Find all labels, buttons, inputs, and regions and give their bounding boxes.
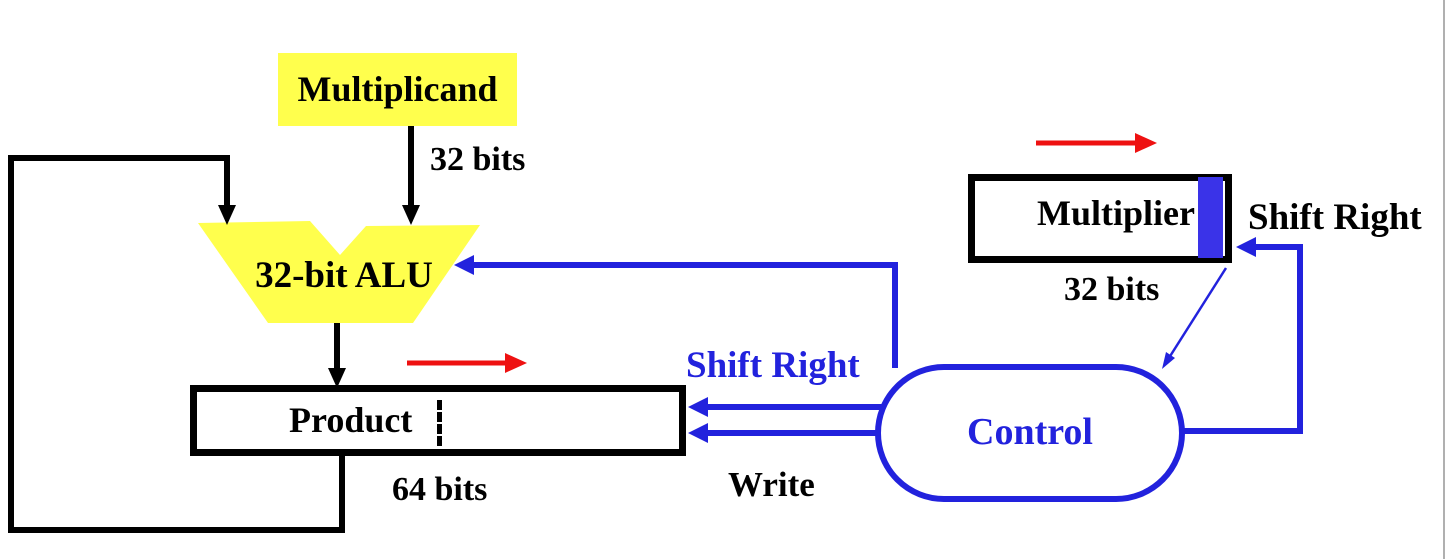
control-to-alu-arrowhead-icon: [454, 255, 474, 275]
write-label: Write: [728, 465, 815, 504]
shift-right-multiplier-label: Shift Right: [1248, 197, 1422, 238]
screenshot-right-edge: [1443, 0, 1445, 559]
control-to-product-arrowhead-2-icon: [688, 423, 708, 443]
multiplier-register: Multiplier: [968, 174, 1232, 263]
alu-out-arrowhead-icon: [328, 368, 346, 388]
multiplier-label: Multiplier: [1037, 193, 1195, 233]
multiplier-lsb-arrowhead-icon: [1162, 352, 1175, 369]
multiplier-shift-arrowhead-icon: [1135, 133, 1157, 153]
control-to-alu-line: [473, 262, 898, 368]
shift-right-product-label: Shift Right: [686, 345, 860, 386]
multiplicand-width-label: 32 bits: [430, 141, 526, 178]
multiplier-lsb-to-control-line: [1165, 267, 1228, 362]
product-half-divider: [437, 400, 442, 446]
control-to-multiplier-arrowhead-icon: [1236, 237, 1256, 257]
multiplier-width-label: 32 bits: [1064, 271, 1160, 308]
alu-label: 32-bit ALU: [255, 255, 433, 296]
product-to-alu-feedback-line: [8, 155, 345, 533]
product-label: Product: [289, 400, 413, 440]
multiplicand-register: Multiplicand: [278, 53, 517, 126]
product-width-label: 64 bits: [392, 471, 488, 508]
control-to-multiplier-line: [1140, 244, 1303, 434]
multiplicand-arrowhead-icon: [402, 205, 420, 225]
control-to-product-arrowhead-1-icon: [688, 397, 708, 417]
product-register: Product: [190, 385, 686, 456]
multiplier-lsb-cell: [1198, 177, 1223, 258]
control-label: Control: [967, 411, 1093, 453]
alu-shape: [198, 221, 480, 323]
control-unit: Control: [875, 364, 1185, 502]
feedback-arrowhead-icon: [218, 205, 236, 225]
product-shift-arrowhead-icon: [505, 353, 527, 373]
